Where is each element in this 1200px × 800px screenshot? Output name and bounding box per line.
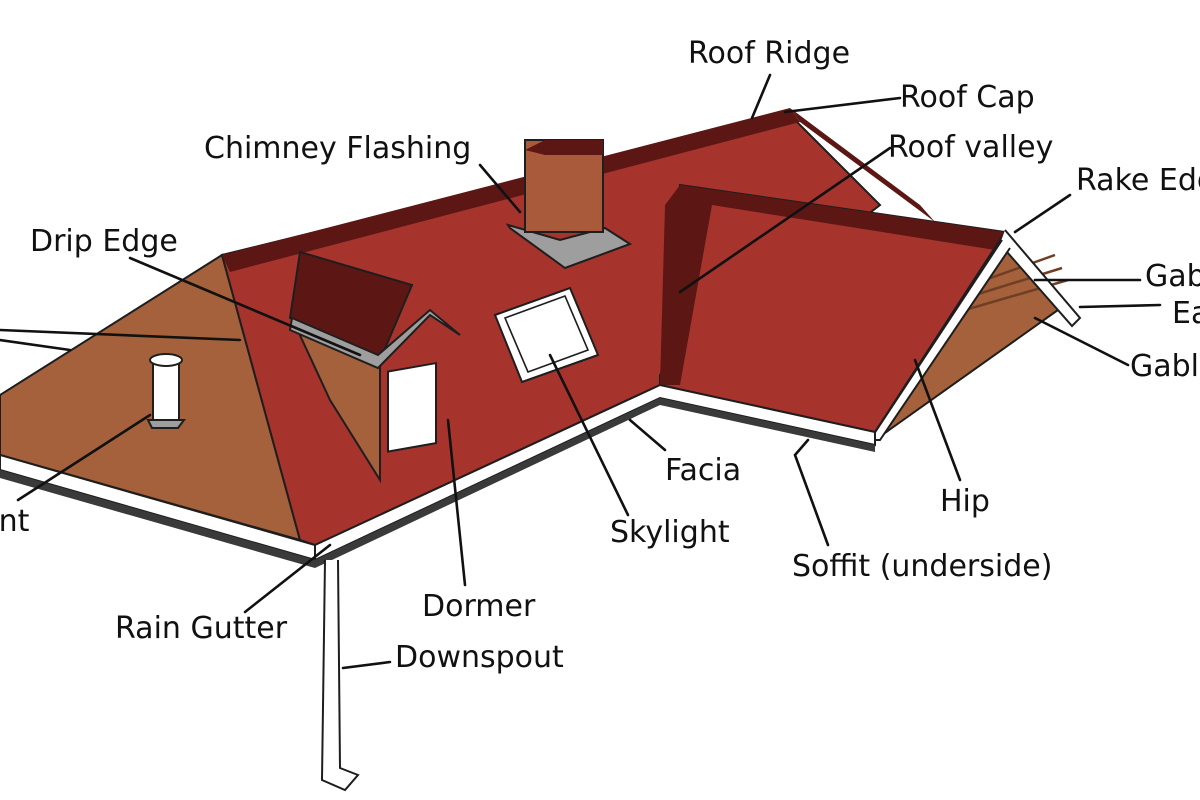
label-dormer: Dormer	[422, 589, 536, 624]
label-drip-edge: Drip Edge	[30, 224, 178, 259]
label-gable-end: Gable	[1130, 349, 1200, 384]
gable-siding-2	[974, 266, 1063, 297]
leader-left-1	[0, 328, 242, 342]
leader-lines	[0, 73, 1162, 670]
vent-pipe	[152, 359, 180, 423]
chimney-flashing	[505, 223, 633, 270]
vent-cap	[149, 353, 183, 367]
skylight-glass	[503, 294, 590, 374]
leader-roof-cap	[783, 96, 902, 114]
leader-left-2	[0, 338, 72, 352]
leader-downspout	[341, 660, 392, 670]
dormer-window	[387, 361, 437, 453]
leader-soffit	[793, 438, 830, 547]
label-downspout: Downspout	[395, 640, 564, 675]
labels: Roof Ridge Roof Cap Chimney Flashing Roo…	[0, 36, 1200, 675]
leader-rain-gutter	[243, 543, 332, 614]
chimney-top	[525, 140, 603, 155]
label-soffit: Soffit (underside)	[792, 549, 1052, 584]
label-facia: Facia	[665, 453, 741, 488]
label-roof-valley: Roof valley	[888, 130, 1053, 165]
leader-skylight	[548, 353, 630, 517]
downspout	[320, 559, 360, 792]
label-eave: Eave	[1172, 296, 1200, 331]
roof-cap-slope	[790, 108, 935, 222]
label-vent: Vent	[0, 504, 30, 539]
label-skylight: Skylight	[610, 515, 730, 550]
leader-drip-edge	[128, 256, 362, 357]
leader-roof-ridge	[750, 73, 772, 120]
label-chimney-flashing: Chimney Flashing	[204, 131, 471, 166]
chimney	[524, 139, 604, 233]
roof-valley-band	[660, 185, 1005, 385]
vent-flashing	[146, 419, 186, 429]
dormer-roof-trim	[288, 308, 461, 370]
leader-gable-end	[1033, 316, 1130, 367]
leader-dormer	[446, 418, 467, 587]
leader-facia	[628, 418, 667, 452]
roof-ridge-band	[222, 108, 800, 272]
rake-edge-trim	[999, 229, 1082, 328]
label-gable: Gable	[1145, 259, 1200, 294]
label-rain-gutter: Rain Gutter	[115, 611, 288, 646]
label-roof-cap: Roof Cap	[900, 80, 1035, 115]
leader-eave	[1078, 303, 1162, 309]
leader-vent	[16, 413, 152, 502]
leader-chimney-flashing	[478, 163, 522, 214]
leader-roof-valley	[678, 146, 892, 294]
leader-hip	[913, 358, 962, 482]
label-roof-ridge: Roof Ridge	[688, 36, 850, 71]
label-rake-edge: Rake Edge	[1076, 163, 1200, 198]
label-hip: Hip	[940, 484, 990, 519]
leader-rake-edge	[1013, 193, 1072, 234]
